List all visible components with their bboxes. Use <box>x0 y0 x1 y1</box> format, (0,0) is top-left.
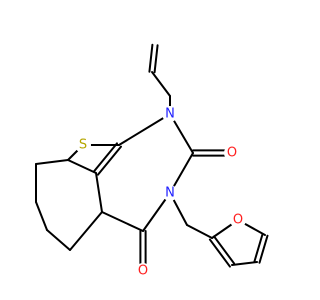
atom-label-background <box>230 212 246 228</box>
atom-label-sulfur: S <box>79 138 87 153</box>
bond-C9a-C4b-a <box>92 142 118 173</box>
bond-C4a-C4b <box>95 172 103 213</box>
atom-label-o2: O <box>227 146 237 161</box>
bond-A1-A2 <box>151 71 171 97</box>
bond-C5-C4a <box>69 211 103 251</box>
atom-label-o_furan: O <box>233 213 243 228</box>
atom-label-background <box>162 106 178 122</box>
bond-A2-A3-a <box>153 44 159 74</box>
atom-label-background <box>75 137 91 153</box>
bond-C9a-N1 <box>118 113 171 146</box>
atom-label-n1: N <box>165 107 175 122</box>
atom-labels: S N N O O O <box>75 106 246 279</box>
bond-C9a-C4b-b <box>97 145 123 176</box>
bond-FC5-FC4-a <box>253 233 264 263</box>
atom-label-n3: N <box>165 186 175 201</box>
bond-C6-C5 <box>46 229 71 251</box>
bond-FC5-FC4-b <box>258 234 269 264</box>
atom-label-o4: O <box>138 264 148 279</box>
atom-label-background <box>135 263 151 279</box>
bond-FC3-FC2-a <box>213 235 236 265</box>
bond-M1-FC2 <box>186 224 213 239</box>
bond-C4-C4a <box>101 211 144 232</box>
bond-C4b-C8a <box>67 159 97 174</box>
bond-A2-A3-b <box>148 43 154 73</box>
bond-FC3-FC2-b <box>208 238 231 268</box>
molecule-structure-drawing: S N N O O O <box>35 43 269 279</box>
atom-label-background <box>162 185 178 201</box>
atom-label-background <box>224 145 240 161</box>
bond-C7-C6 <box>35 201 48 231</box>
bond-FC4-FC3 <box>231 261 258 266</box>
bond-C8a-C8 <box>35 159 69 165</box>
